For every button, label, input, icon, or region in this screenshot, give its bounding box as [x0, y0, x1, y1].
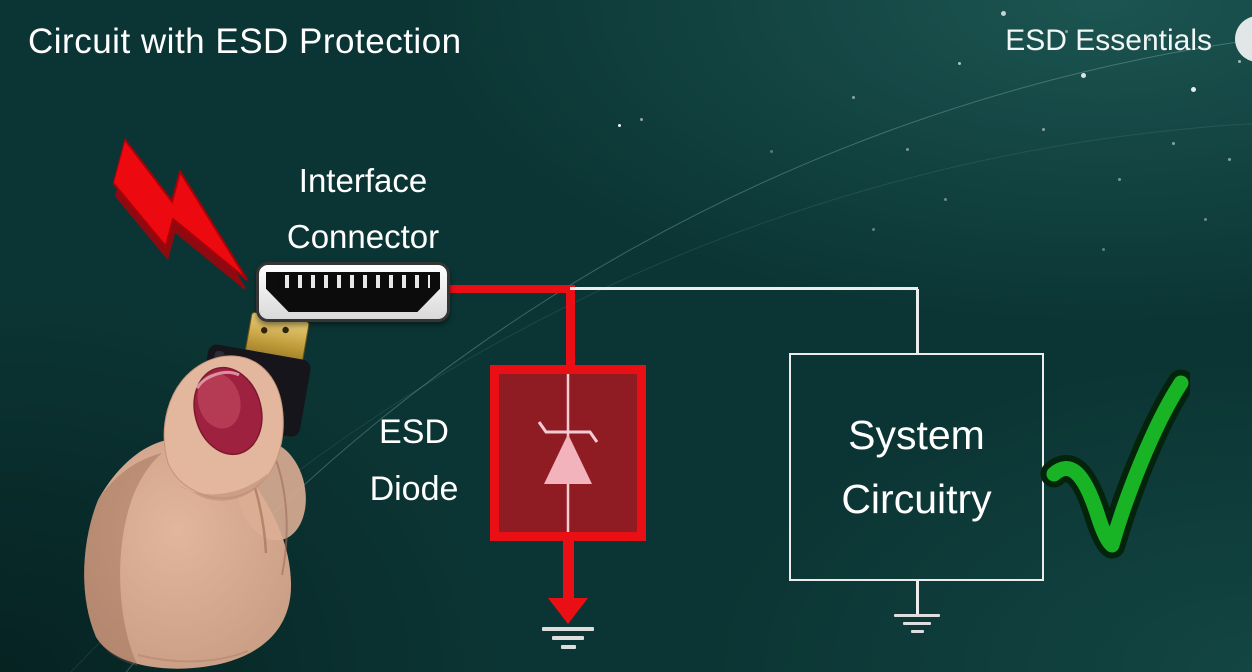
thumbnail-red-nail: [193, 366, 263, 456]
system-circuitry-label: System Circuitry: [841, 412, 992, 522]
ground-bar: [542, 627, 594, 631]
hdmi-slot: [266, 272, 440, 312]
ground-bar: [910, 630, 924, 633]
brand-name: ESD Essentials: [1005, 24, 1212, 57]
star-field-decor: [0, 0, 3, 3]
ground-bar: [903, 622, 931, 625]
ground-bar: [552, 636, 584, 640]
ground-symbol-icon: [542, 627, 594, 649]
white-wire-vertical: [916, 289, 919, 355]
white-wire-horizontal: [570, 287, 918, 290]
checkmark-icon: [1040, 369, 1190, 559]
red-wire-vertical: [566, 285, 575, 371]
system-circuitry-box: System Circuitry: [789, 353, 1044, 581]
lightning-icon: [111, 136, 250, 294]
ground-bar: [894, 614, 940, 617]
ground-arrow-shaft: [563, 538, 574, 600]
ground-symbol-icon: [894, 614, 940, 633]
ground-arrow-head-icon: [548, 598, 588, 624]
interface-connector-label: Interface Connector: [286, 162, 440, 255]
hdmi-connector-graphic: [256, 262, 450, 322]
esd-diode-box: [490, 365, 646, 541]
hdmi-pins: [276, 275, 430, 288]
brand-logo-icon: [1235, 16, 1252, 62]
ground-bar: [560, 645, 576, 649]
slide-title: Circuit with ESD Protection: [28, 22, 462, 61]
hand-holding-cable-photo: [84, 311, 311, 669]
system-ground-wire: [916, 581, 919, 615]
zener-diode-icon: [537, 374, 599, 532]
red-wire-horizontal: [444, 285, 574, 293]
esd-diode-label: ESD Diode: [369, 413, 459, 508]
